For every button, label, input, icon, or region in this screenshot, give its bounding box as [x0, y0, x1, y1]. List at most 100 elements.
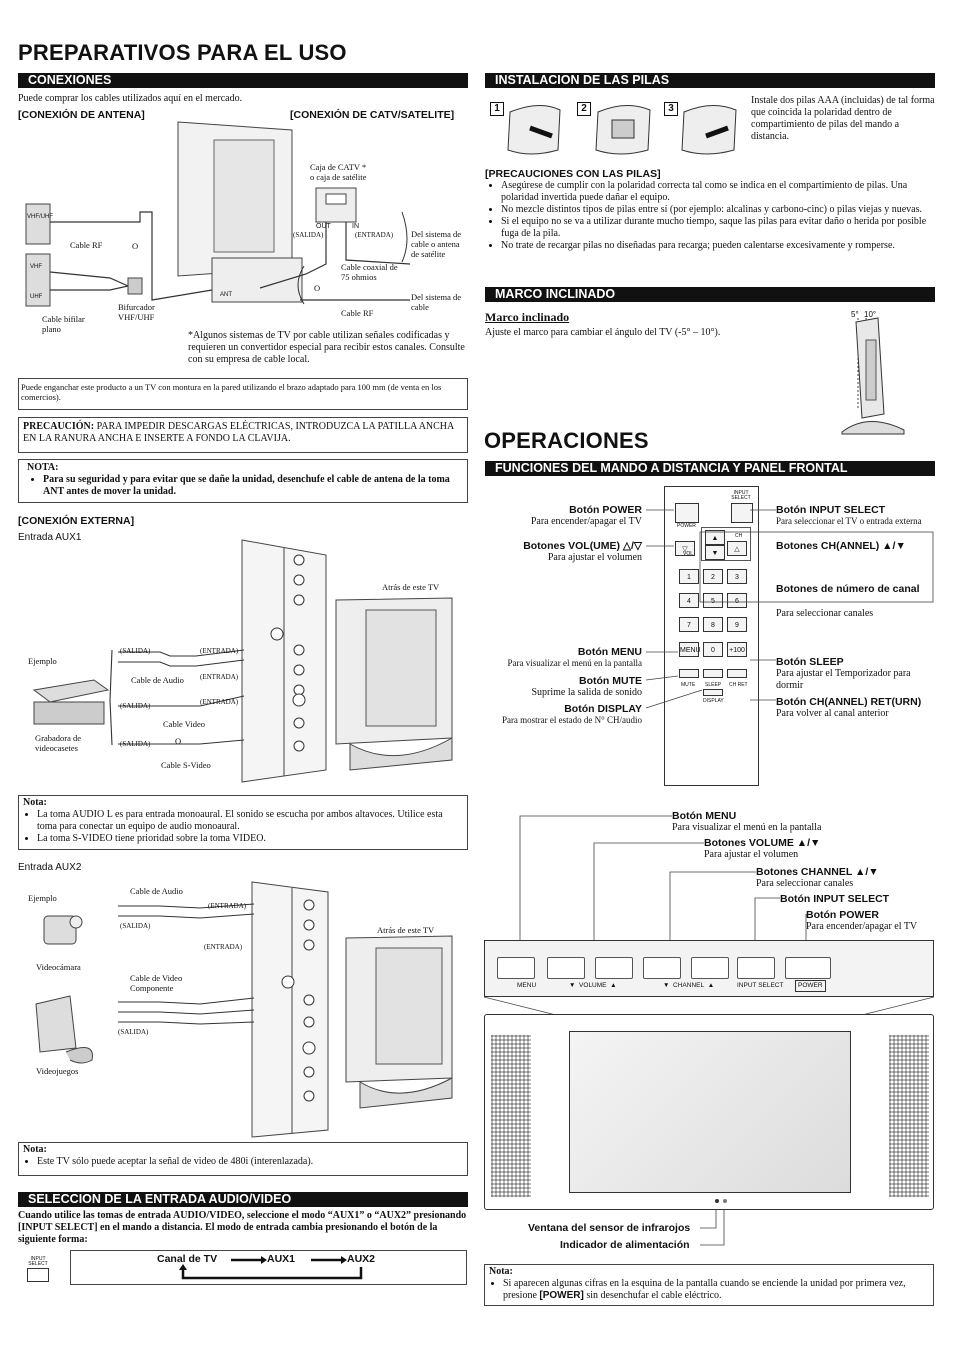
remote-digit-9[interactable]: 9: [727, 617, 747, 632]
panel-vol-up-button[interactable]: [595, 957, 633, 979]
panel-ch-up-button[interactable]: [691, 957, 729, 979]
out-label: OUT: [316, 223, 331, 230]
vhfuhf-plate-label: VHF/UHF: [27, 214, 53, 220]
nota-antena-box: NOTA: Para su seguridad y para evitar qu…: [18, 459, 468, 503]
section-header-conexiones: CONEXIONES: [18, 73, 468, 88]
salida-label: (SALIDA): [293, 231, 324, 239]
externa-header: [CONEXIÓN EXTERNA]: [18, 515, 135, 527]
input-select-key-face: [27, 1268, 49, 1282]
in-label: IN: [352, 223, 359, 230]
panel-nota-pre: Si aparecen algunas cifras en la esquina…: [503, 1278, 906, 1301]
prec-pilas-item-4: No trate de recargar pilas no diseñadas …: [501, 240, 935, 252]
callout-ret-title: Botón CH(ANNEL) RET(URN): [776, 696, 922, 708]
remote-digit-2[interactable]: 2: [703, 569, 723, 584]
remote-input-select-button[interactable]: [731, 503, 753, 523]
cable-audio-1: Cable de Audio: [131, 675, 184, 685]
panel-callout-vol: Botones VOLUME ▲/▼ Para ajustar el volum…: [704, 837, 820, 861]
callout-sleep-title: Botón SLEEP: [776, 656, 844, 668]
cycle-arrows: [179, 1256, 363, 1280]
strip-channel-group: ▼ CHANNEL ▲: [663, 982, 715, 989]
remote-digit-7[interactable]: 7: [679, 617, 699, 632]
nota-antena-label: NOTA:: [27, 462, 59, 473]
callout-input: Botón INPUT SELECT Para seleccionar el T…: [776, 504, 936, 526]
battery-step-2: 2: [577, 102, 591, 116]
callout-power: Botón POWER Para encender/apagar el TV: [485, 504, 642, 528]
grabadora-label: Grabadora de videocasetes: [35, 733, 82, 753]
callout-menu: Botón MENU Para visualizar el menú en la…: [485, 646, 642, 668]
remote-digit-6[interactable]: 6: [727, 593, 747, 608]
aux1-label: Entrada AUX1: [18, 532, 82, 543]
input-cycle-box: Canal de TV AUX1 AUX2: [70, 1250, 467, 1285]
strip-volume-group: ▼ VOLUME ▲: [569, 982, 617, 989]
entrada-label: (ENTRADA): [355, 231, 394, 239]
salida-aux2-a: (SALIDA): [120, 922, 151, 930]
speaker-right: [889, 1035, 929, 1197]
callout-sleep-desc: Para ajustar el Temporizador para dormir: [776, 668, 911, 691]
entrada-aux2-b: (ENTRADA): [204, 943, 243, 951]
callout-menu-title: Botón MENU: [577, 646, 642, 658]
prec-pilas-item-2: No mezcle distintos tipos de pilas entre…: [501, 204, 935, 216]
panel-callout-menu-title: Botón MENU: [672, 810, 737, 822]
marco-text: Ajuste el marco para cambiar el ángulo d…: [485, 327, 721, 338]
callout-power-desc: Para encender/apagar el TV: [530, 516, 642, 527]
remote-digit-4[interactable]: 4: [679, 593, 699, 608]
cycle-aux1: AUX1: [267, 1253, 296, 1265]
input-select-key[interactable]: INPUT SELECT: [27, 1256, 49, 1282]
callout-vol-desc: Para ajustar el volumen: [547, 552, 642, 563]
remote-vol-label: VOL: [683, 551, 694, 557]
power-indicator-label: Indicador de alimentación: [560, 1239, 690, 1251]
remote-digit-8[interactable]: 8: [703, 617, 723, 632]
panel-power-button[interactable]: [785, 957, 831, 979]
input-select-key-label: INPUT SELECT: [28, 1256, 48, 1267]
panel-callout-menu: Botón MENU Para visualizar el menú en la…: [672, 810, 821, 834]
videocamara-label: Videocámara: [36, 962, 81, 972]
remote-ch-up-button[interactable]: ▲: [705, 530, 725, 545]
callout-mute: Botón MUTE Suprime la salida de sonido: [485, 675, 642, 699]
panel-nota-box: Nota: Si aparecen algunas cifras en la e…: [484, 1264, 934, 1306]
remote-plus100-button[interactable]: +100: [727, 642, 747, 657]
battery-step-1: 1: [490, 102, 504, 116]
remote-power-label: POWER: [677, 523, 696, 529]
remote-display-label: DISPLAY: [703, 698, 724, 704]
panel-callout-power-desc: Para encender/apagar el TV: [806, 921, 918, 932]
aux2-label: Entrada AUX2: [18, 862, 82, 873]
remote-digit-5[interactable]: 5: [703, 593, 723, 608]
o-label-1: O: [132, 241, 139, 251]
nota2-label: Nota:: [23, 1144, 47, 1155]
remote-digit-3[interactable]: 3: [727, 569, 747, 584]
section-header-seleccion: SELECCION DE LA ENTRADA AUDIO/VIDEO: [18, 1192, 468, 1207]
caja-catv-label: Caja de CATV *o caja de satélite: [310, 162, 367, 182]
panel-input-select-button[interactable]: [737, 957, 775, 979]
nota-antena-text: Para su seguridad y para evitar que se d…: [43, 474, 461, 498]
remote-menu-button[interactable]: MENU: [679, 642, 701, 657]
remote-digit-0[interactable]: 0: [703, 642, 723, 657]
wall-mount-box: Puede enganchar este producto a un TV co…: [18, 378, 468, 410]
remote-mute-label: MUTE: [681, 682, 696, 688]
callout-input-title: Botón INPUT SELECT: [776, 504, 886, 516]
remote-mute-button[interactable]: [679, 669, 699, 678]
panel-vol-down-button[interactable]: [547, 957, 585, 979]
remote-vol-down-button[interactable]: ▽: [675, 541, 695, 556]
callout-power-title: Botón POWER: [569, 504, 642, 516]
remote-ch-down-button[interactable]: ▼: [705, 545, 725, 560]
remote-chret-button[interactable]: [727, 669, 747, 678]
remote-sleep-label: SLEEP: [705, 682, 722, 688]
section-header-marco: MARCO INCLINADO: [485, 287, 935, 302]
panel-menu-button[interactable]: [497, 957, 535, 979]
remote-input-select-label: INPUT SELECT: [731, 490, 751, 501]
o-label-2: O: [314, 283, 321, 293]
callout-ret-desc: Para volver al canal anterior: [776, 708, 889, 719]
panel-ch-down-button[interactable]: [643, 957, 681, 979]
precaucion-box: PRECAUCIÓN: PARA IMPEDIR DESCARGAS ELÉCT…: [18, 417, 468, 453]
remote-display-button[interactable]: [703, 689, 723, 696]
salida-aux1-a: (SALIDA): [120, 647, 151, 655]
prec-pilas-item-3: Si el equipo no se va a utilizar durante…: [501, 216, 935, 240]
tv-front: [484, 1014, 934, 1210]
remote-power-button[interactable]: [675, 503, 699, 523]
remote-sleep-button[interactable]: [703, 669, 723, 678]
remote-digit-1[interactable]: 1: [679, 569, 699, 584]
remote-vol-up-button[interactable]: △: [727, 541, 747, 556]
